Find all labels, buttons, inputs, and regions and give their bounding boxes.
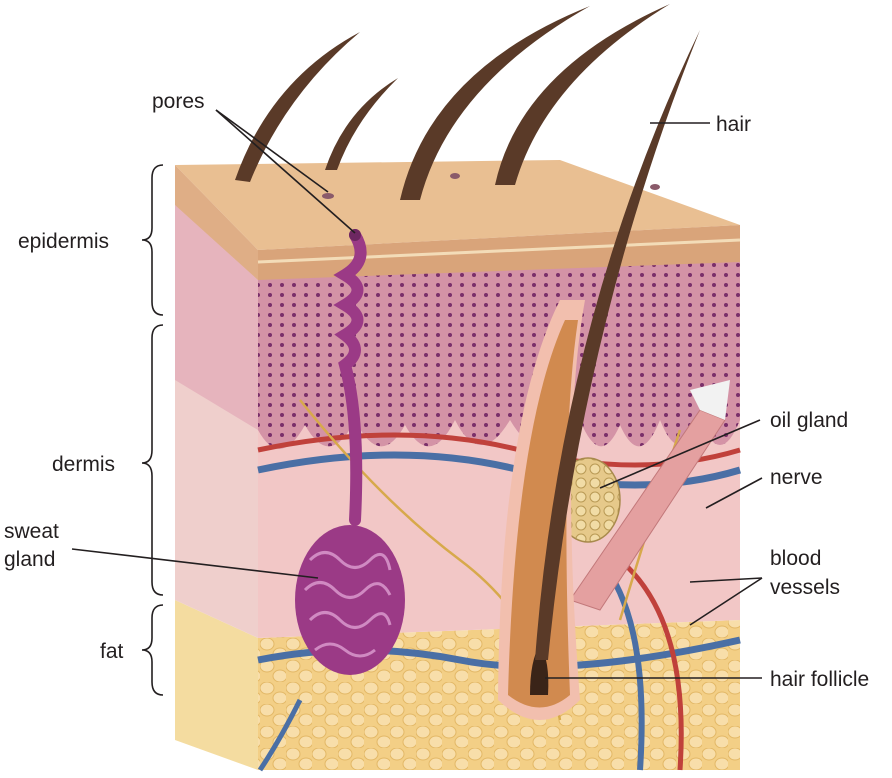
label-pores: pores — [152, 90, 205, 113]
labels: pores hair epidermis dermis sweat gland … — [4, 90, 869, 691]
label-sweat: sweat — [4, 520, 59, 543]
label-fat: fat — [100, 640, 124, 663]
label-oil-gland: oil gland — [770, 409, 848, 432]
pores-leader-1 — [215, 109, 329, 193]
sweat-gland — [295, 229, 405, 675]
label-hair-follicle: hair follicle — [770, 668, 869, 691]
hairs — [235, 4, 700, 660]
fat-bracket — [141, 604, 164, 696]
epidermis-bracket — [141, 164, 164, 316]
sweat-gland-leader — [71, 548, 319, 579]
dermis-bracket — [141, 324, 164, 596]
blood-vessels-leader-1 — [689, 577, 763, 583]
label-dermis: dermis — [52, 453, 115, 476]
layer-brackets — [141, 164, 164, 696]
label-vessels: vessels — [770, 576, 840, 599]
blood-vessels-leader-2 — [689, 577, 763, 626]
pores-leader-2 — [215, 109, 356, 234]
label-nerve: nerve — [770, 466, 823, 489]
leader-lines — [71, 109, 763, 679]
label-blood: blood — [770, 547, 821, 570]
label-epidermis: epidermis — [18, 230, 109, 253]
oil-gland-leader — [599, 419, 761, 489]
arrector-muscle — [569, 380, 730, 611]
pores — [322, 173, 660, 199]
label-gland: gland — [4, 548, 55, 571]
nerve-leader — [705, 477, 763, 509]
label-hair: hair — [716, 113, 751, 136]
